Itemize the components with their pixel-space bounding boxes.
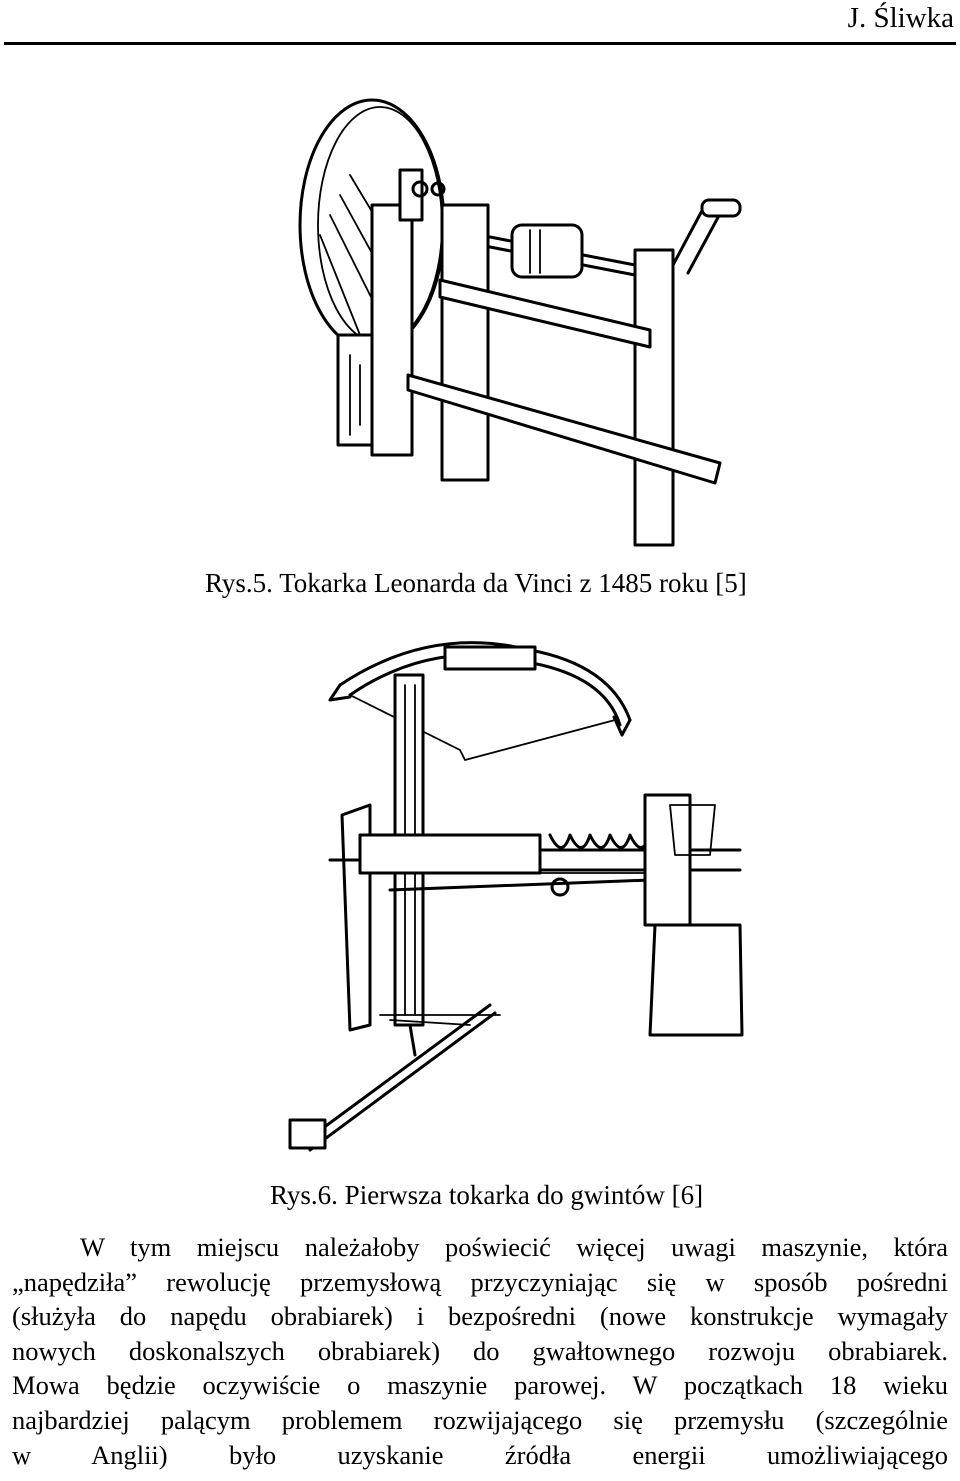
body-line: nowych doskonalszych obrabiarek) do gwał… [12, 1335, 948, 1366]
body-line: Mowa będzie oczywiście o maszynie parowe… [12, 1370, 948, 1401]
body-line: najbardziej palącym problemem rozwijając… [12, 1404, 948, 1435]
header-rule [4, 42, 956, 45]
figure-screw-cutting-lathe-drawing [288, 641, 744, 1152]
body-line: „napędziła” rewolucję przemysłową przycz… [12, 1266, 948, 1297]
body-line: W tym miejscu należałoby poświecić więce… [80, 1232, 948, 1262]
figure-5-caption: Rys.5. Tokarka Leonarda da Vinci z 1485 … [205, 568, 747, 598]
body-paragraph: W tym miejscu należałoby poświecić więce… [12, 1230, 948, 1472]
body-line: (służyła do napędu obrabiarek) i bezpośr… [12, 1301, 948, 1332]
figure-6-caption: Rys.6. Pierwsza tokarka do gwintów [6] [270, 1180, 704, 1210]
body-line: w Anglii) było uzyskanie źródła energii … [12, 1439, 948, 1470]
figure-leonardo-lathe-drawing [298, 98, 742, 547]
header-author: J. Śliwka [847, 2, 954, 34]
